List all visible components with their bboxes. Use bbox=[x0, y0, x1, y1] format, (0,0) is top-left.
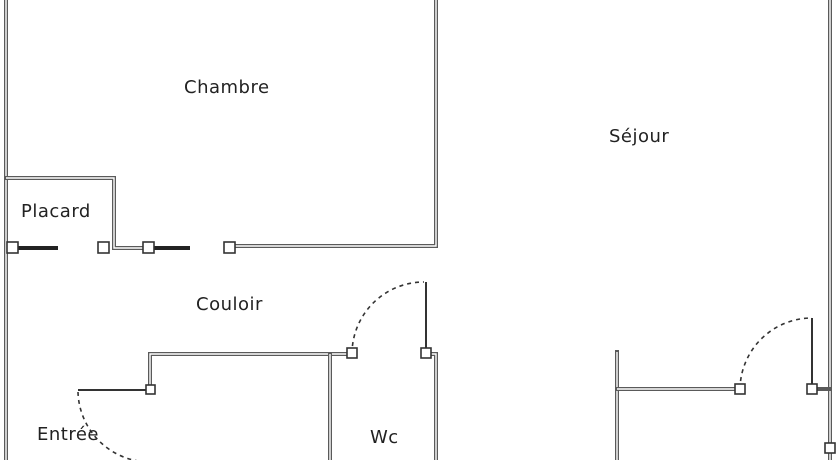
door-handles bbox=[6, 241, 836, 454]
room-label-wc: Wc bbox=[370, 427, 399, 448]
room-label-sejour: Séjour bbox=[609, 126, 669, 147]
door-arcs bbox=[77, 281, 813, 460]
chambre-walls bbox=[4, 0, 438, 460]
sejour-walls bbox=[615, 0, 832, 460]
room-label-chambre: Chambre bbox=[184, 77, 270, 98]
room-label-placard: Placard bbox=[21, 201, 91, 222]
room-label-couloir: Couloir bbox=[196, 294, 263, 315]
room-label-entree: Entrée bbox=[37, 424, 99, 445]
placard-walls bbox=[4, 176, 152, 250]
